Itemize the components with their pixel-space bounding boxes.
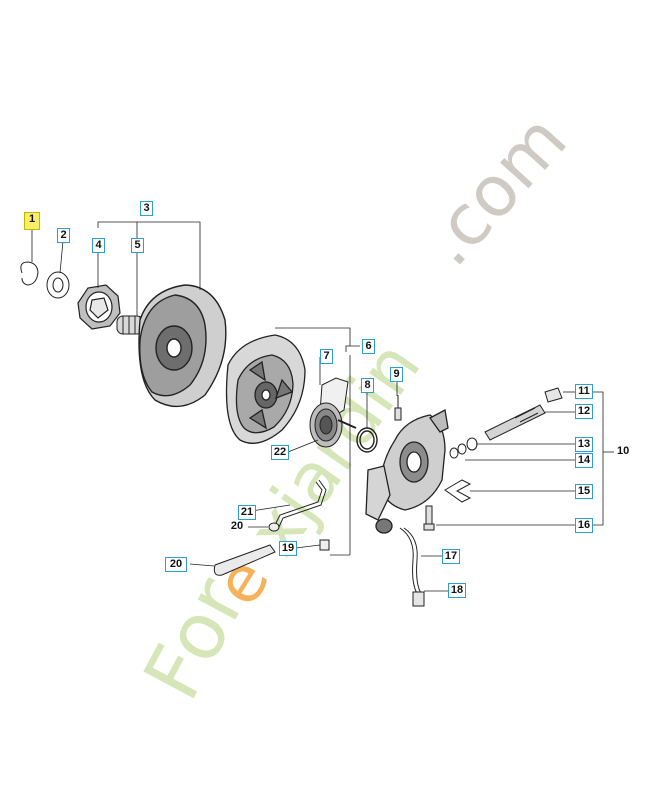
part-15-arrow xyxy=(444,479,472,503)
callout-13: 13 xyxy=(575,437,593,452)
part-16-adjust-screw xyxy=(423,505,435,531)
callout-18: 18 xyxy=(448,583,466,598)
callout-7: 7 xyxy=(320,349,333,364)
callout-20-lower: 20 xyxy=(165,557,187,572)
part-1-circlip xyxy=(20,261,39,286)
callout-8: 8 xyxy=(361,378,374,393)
callout-12: 12 xyxy=(575,404,593,419)
callout-22: 22 xyxy=(271,445,289,460)
part-13-14-spring xyxy=(449,437,478,459)
callout-9: 9 xyxy=(390,367,403,382)
callout-11: 11 xyxy=(575,384,593,399)
part-17-18-oil-hose xyxy=(399,527,425,607)
watermark-logo: For e xjardin .com xyxy=(127,99,582,714)
callout-19: 19 xyxy=(279,541,297,556)
part-22-drive-gear xyxy=(309,402,357,448)
callout-17: 17 xyxy=(442,549,460,564)
callout-20-upper: 20 xyxy=(230,520,244,532)
part-20-stud xyxy=(213,544,276,576)
callout-6: 6 xyxy=(362,339,375,354)
callout-21: 21 xyxy=(238,505,256,520)
part-10-oil-pump xyxy=(365,409,449,534)
callout-16: 16 xyxy=(575,518,593,533)
part-6-clutch xyxy=(225,334,306,444)
part-2-washer xyxy=(46,271,70,299)
callout-1: 1 xyxy=(24,212,40,230)
part-3-clutch-drum xyxy=(138,284,227,408)
callout-15: 15 xyxy=(575,484,593,499)
part-9-screw xyxy=(394,395,402,421)
callout-5: 5 xyxy=(131,238,144,253)
part-11-12-pump-plunger xyxy=(484,387,563,441)
callout-2: 2 xyxy=(57,228,70,243)
callout-3: 3 xyxy=(140,201,153,216)
callout-4: 4 xyxy=(92,238,105,253)
callout-10: 10 xyxy=(617,445,630,457)
svg-text:.com: .com xyxy=(407,99,583,282)
part-4-sprocket xyxy=(77,284,121,330)
callout-14: 14 xyxy=(575,453,593,468)
